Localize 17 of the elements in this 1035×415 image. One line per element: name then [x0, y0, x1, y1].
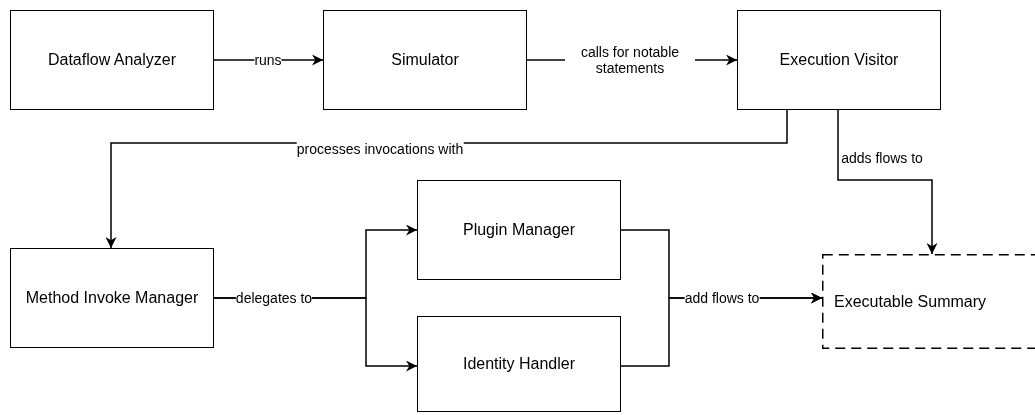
process-box — [323, 10, 527, 110]
arrow — [837, 109, 938, 255]
node-label: Method Invoke Manager — [25, 289, 199, 307]
node-label: Dataflow Analyzer — [47, 51, 177, 69]
dashed-box — [822, 254, 1035, 349]
process-box — [417, 316, 621, 412]
edge-label: delegates to — [235, 289, 313, 307]
process-box — [10, 248, 214, 348]
node-label: Simulator — [391, 51, 459, 69]
edge-label: processes invocations with — [296, 140, 464, 158]
process-box — [737, 10, 941, 110]
process-box — [417, 180, 621, 280]
node-label: Executable Summary — [834, 292, 987, 311]
process-box — [10, 10, 214, 110]
node-label: Execution Visitor — [779, 51, 899, 69]
node-label: Plugin Manager — [462, 221, 576, 239]
node-label: Identity Handler — [462, 355, 576, 373]
